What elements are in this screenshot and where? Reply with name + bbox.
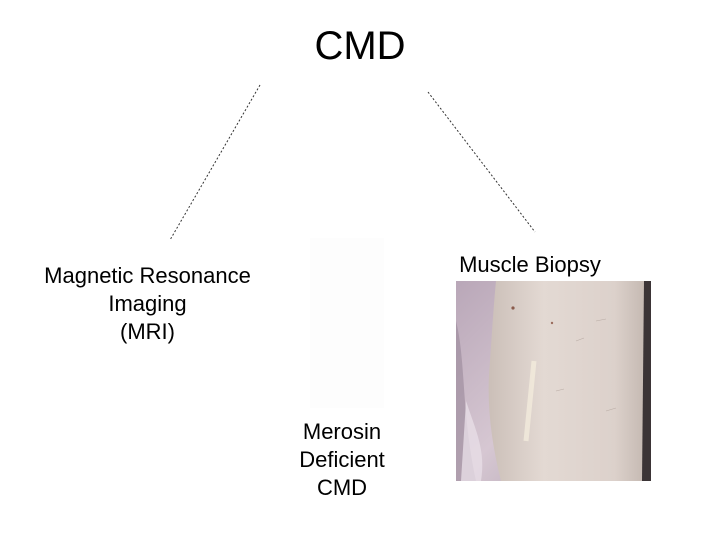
node-mri-line-1: Magnetic Resonance xyxy=(44,263,251,288)
node-muscle-biopsy: Muscle Biopsy xyxy=(459,252,601,277)
node-mri: Magnetic Resonance Imaging (MRI) xyxy=(20,262,275,346)
node-mri-line-3: (MRI) xyxy=(120,319,175,344)
node-merosin-line-2: Deficient xyxy=(299,447,385,472)
diagram-root-label: CMD xyxy=(314,24,406,68)
leg-skin-photo-icon xyxy=(456,281,651,481)
node-merosin-line-3: CMD xyxy=(316,475,368,500)
muscle-biopsy-photo xyxy=(456,281,651,481)
node-merosin-deficient-cmd: Merosin Deficient CMD xyxy=(272,418,412,502)
edge-cmd-to-mri xyxy=(169,84,261,241)
node-mri-line-2: Imaging xyxy=(108,291,187,316)
node-merosin-line-1: Merosin xyxy=(302,419,382,444)
edge-cmd-to-biopsy xyxy=(427,91,536,233)
blank-figure-placeholder xyxy=(310,238,384,408)
